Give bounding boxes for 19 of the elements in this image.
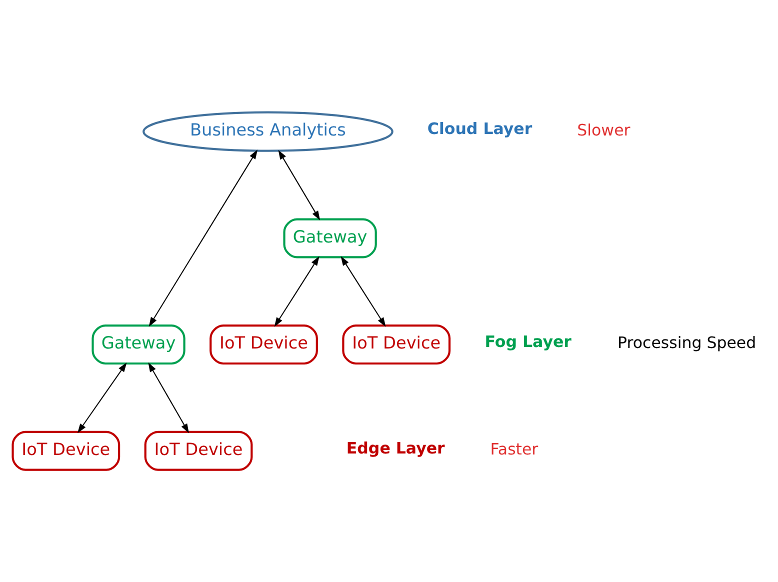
node-box: Gateway: [283, 218, 377, 258]
node-box: IoT Device: [342, 324, 451, 365]
label: Fog Layer: [484, 332, 572, 352]
label: Slower: [577, 120, 630, 140]
node-box: Gateway: [92, 324, 186, 365]
arrow: [78, 362, 127, 434]
arrow: [274, 256, 320, 327]
label: Cloud Layer: [427, 119, 532, 138]
node-ellipse: Business Analytics: [142, 111, 394, 152]
arrow: [278, 150, 320, 220]
arrow: [340, 256, 386, 327]
node-box: IoT Device: [12, 430, 120, 471]
label: Processing Speed: [618, 333, 756, 352]
label: Edge Layer: [346, 438, 445, 458]
arrow: [148, 150, 258, 327]
node-box: IoT Device: [210, 324, 318, 365]
node-box: IoT Device: [144, 430, 253, 471]
arrow: [148, 362, 189, 434]
label: Faster: [490, 440, 538, 459]
